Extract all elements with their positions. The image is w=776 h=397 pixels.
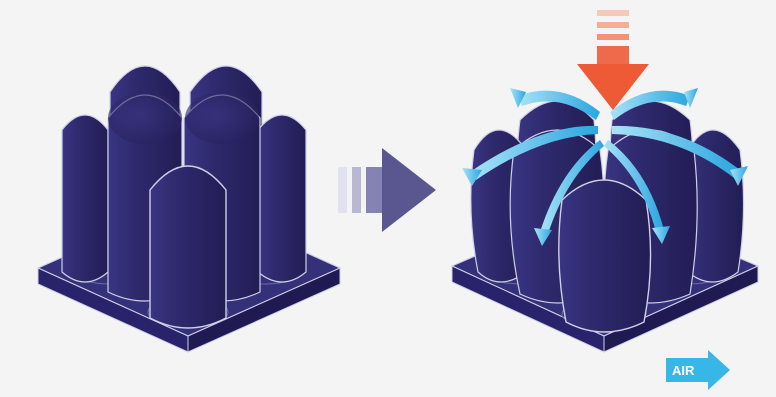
cell-front (150, 166, 226, 328)
pressure-arrow-icon (577, 10, 649, 110)
cell-left (62, 115, 108, 282)
cushion-at-rest (38, 66, 340, 352)
cell-front (559, 180, 651, 332)
cell-right (258, 115, 306, 282)
air-label: AIR (672, 363, 695, 378)
cushion-compressed (452, 10, 758, 352)
air-legend: AIR (666, 350, 730, 390)
transition-arrow-icon (338, 148, 436, 232)
